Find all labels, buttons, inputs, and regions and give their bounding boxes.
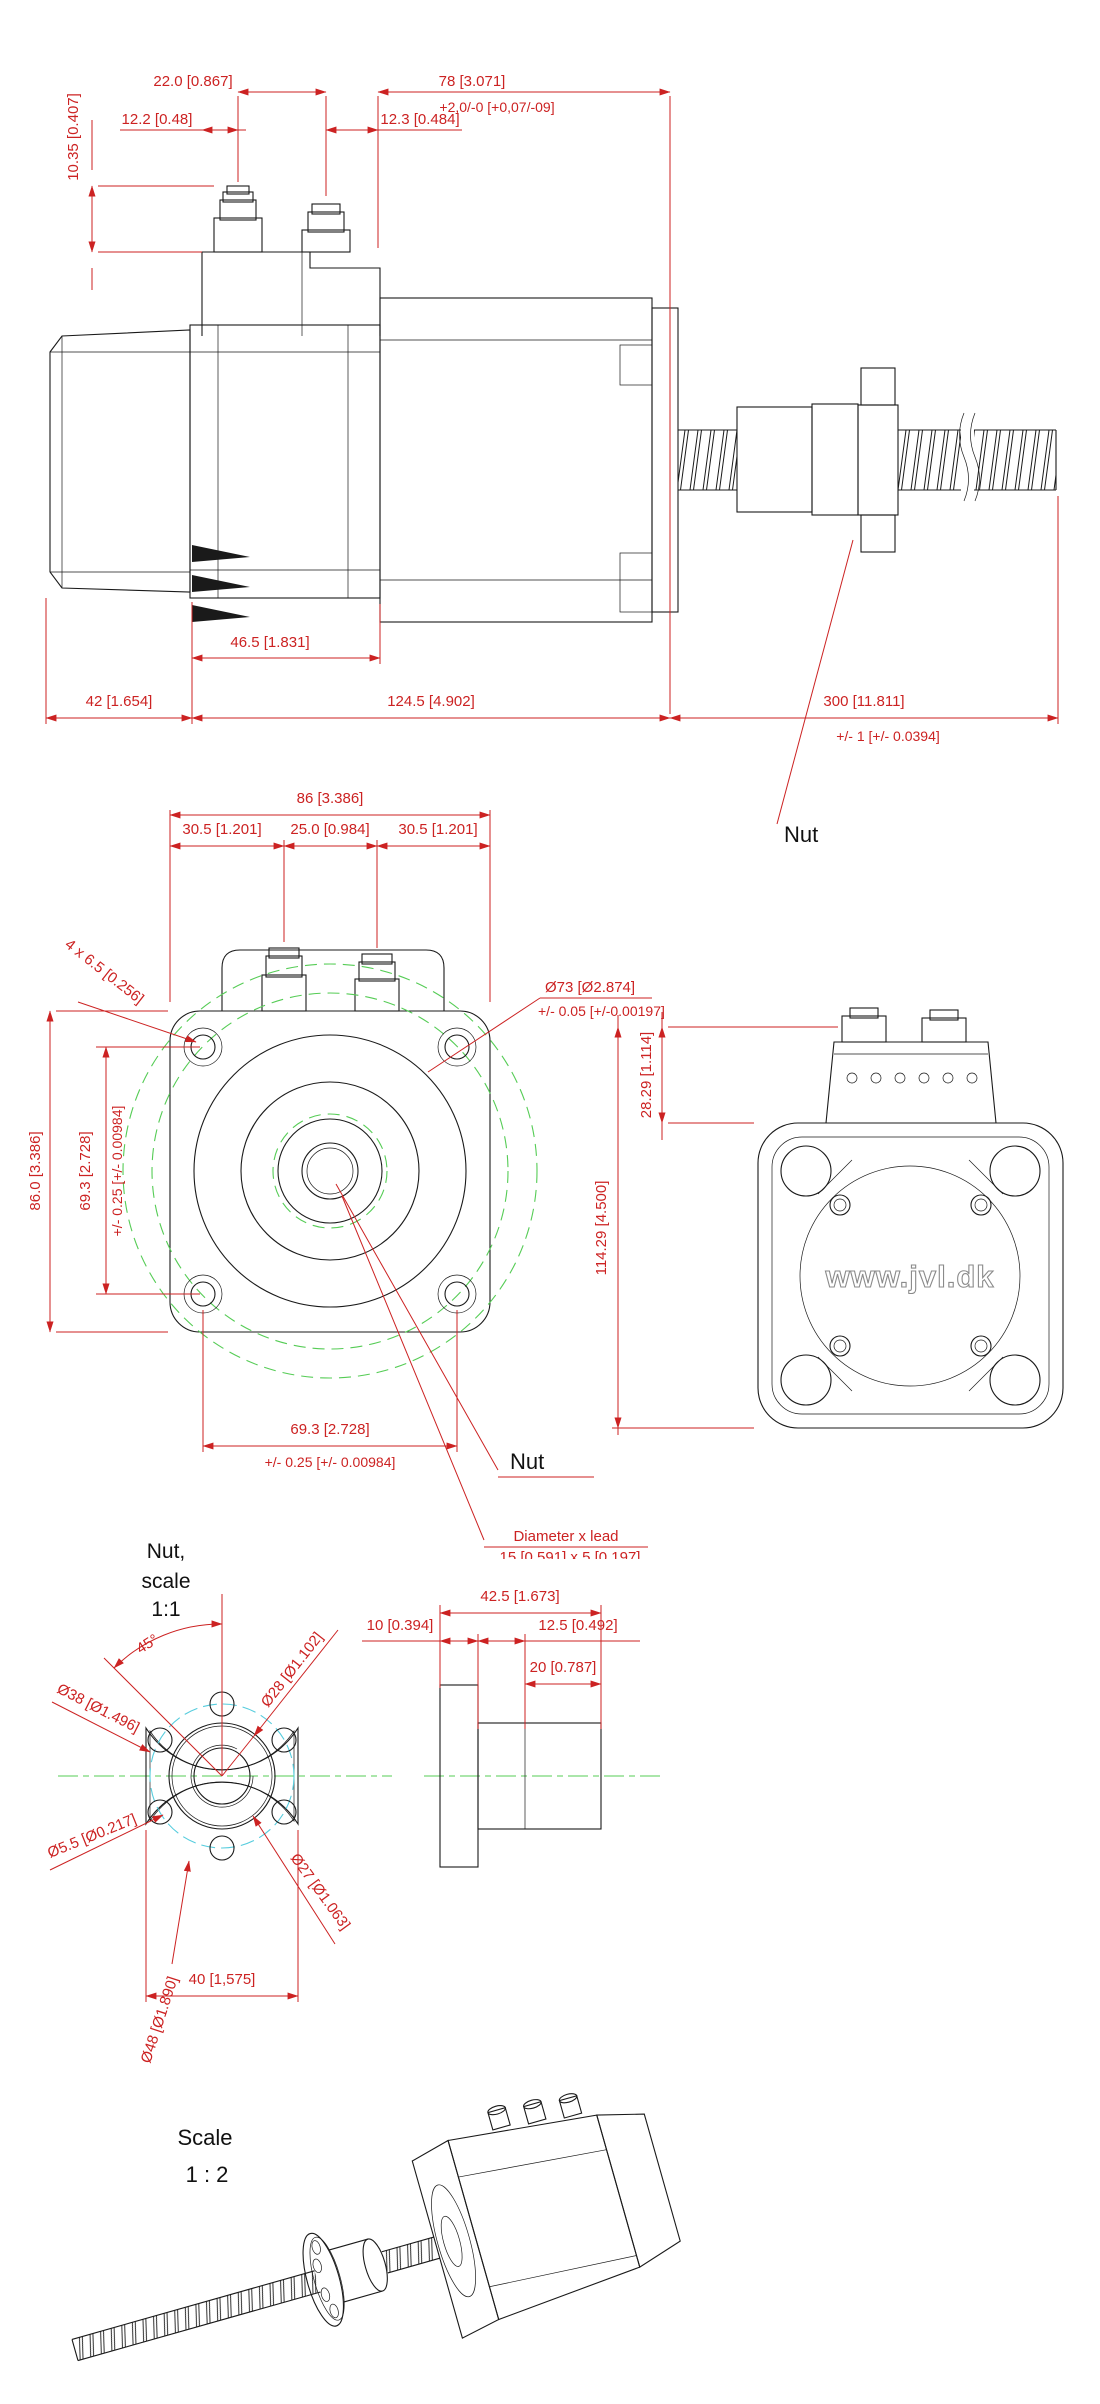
dim-69-bot-tol: +/- 0.25 [+/- 0.00984] [265, 1454, 396, 1470]
m12-connector-front-1 [261, 947, 307, 1012]
top-view-motor-outline [49, 185, 679, 623]
dim-12-5: 12.5 [0.492] [538, 1617, 617, 1634]
top-view: 22.0 [0.867] 78 [3.071] +2,0/-0 [+0,07/-… [45, 73, 1059, 847]
mounting-holes [183, 1027, 477, 1314]
dim-69-left-tol: +/- 0.25 [+/- 0.00984] [109, 1106, 125, 1237]
nut-label-front: Nut [510, 1449, 544, 1474]
dim-25: 25.0 [0.984] [290, 821, 369, 838]
dim-12-3: 12.3 [0.484] [380, 111, 459, 128]
nut-section-dimensions: 42.5 [1.673] 10 [0.394] 12.5 [0.492] 20 … [362, 1588, 640, 1729]
dim-300: 300 [11.811] [823, 693, 904, 710]
nut-front-dimensions: 45° Ø28 [Ø1.102] Ø38 [Ø1.496] Ø5.5 [Ø0.2… [45, 1594, 353, 2065]
dim-12-2: 12.2 [0.48] [122, 111, 193, 128]
front-view-outline [122, 947, 538, 1379]
dim-45deg: 45° [133, 1631, 161, 1658]
nut-bolt-holes [147, 1691, 297, 1861]
iso-connectors [487, 2093, 583, 2131]
dim-o5-5: Ø5.5 [Ø0.217] [45, 1811, 139, 1862]
dim-o28: Ø28 [Ø1.102] [258, 1629, 327, 1710]
dim-o48: Ø48 [Ø1.890] [138, 1974, 182, 2065]
nut-section-outline [439, 1684, 602, 1868]
dim-46-5: 46.5 [1.831] [230, 634, 309, 651]
side-view-outline: www.jvl.dk [757, 1007, 1064, 1429]
dim-40: 40 [1,575] [189, 1971, 256, 1988]
dim-42-5: 42.5 [1.673] [480, 1588, 559, 1605]
dim-42: 42 [1.654] [86, 693, 153, 710]
dim-78: 78 [3.071] [439, 73, 506, 90]
dim-300-tol: +/- 1 [+/- 0.0394] [836, 728, 940, 744]
side-corner-holes [780, 1145, 1041, 1406]
side-connector-1 [841, 1007, 887, 1043]
dim-73: Ø73 [Ø2.874] [545, 979, 635, 996]
m12-connector-side-2 [301, 203, 351, 253]
vent-holes [846, 1072, 978, 1084]
dim-10: 10 [0.394] [367, 1617, 434, 1634]
dim-86-left: 86.0 [3.386] [27, 1131, 44, 1210]
iso-assembly [71, 2093, 681, 2362]
dim-73-tol: +/- 0.05 [+/-0.00197] [538, 1003, 665, 1019]
lead-value-clipped: 15 [0.591] x 5 [0.197] [500, 1549, 641, 1566]
side-connector-2 [921, 1009, 967, 1043]
dim-78-tol: +2,0/-0 [+0,07/-09] [439, 99, 554, 115]
dim-69-left: 69.3 [2.728] [77, 1131, 94, 1210]
nut-title-2: scale [141, 1570, 190, 1593]
lead-screw [678, 367, 1057, 553]
front-view: 86 [3.386] 30.5 [1.201] 25.0 [0.984] 30.… [27, 790, 665, 1566]
dim-10-35: 10.35 [0.407] [65, 93, 82, 181]
iso-motor [411, 2093, 681, 2339]
lead-value: 15 [0.591] x 5 [0.197] [500, 1549, 641, 1566]
nut-title-1: Nut, [147, 1540, 186, 1563]
side-view-dimensions: 28.29 [1.114] 114.29 [4.500] [593, 1012, 838, 1435]
nut-side-view [736, 367, 899, 553]
iso-nut [302, 2232, 388, 2327]
iso-view: Scale 1 : 2 [71, 2093, 681, 2362]
dim-20: 20 [0.787] [530, 1659, 597, 1676]
iso-screw-thread [72, 2270, 321, 2361]
iso-scale-label: Scale [177, 2125, 232, 2150]
iso-scale-value: 1 : 2 [186, 2162, 229, 2187]
break-symbol [959, 412, 980, 502]
dim-o38: Ø38 [Ø1.496] [54, 1680, 142, 1736]
dim-holes: 4 x 6.5 [0.256] [62, 936, 147, 1008]
nut-title-3: 1:1 [151, 1598, 180, 1621]
dim-28-29: 28.29 [1.114] [638, 1032, 655, 1118]
nut-label-top: Nut [784, 822, 818, 847]
dim-22: 22.0 [0.867] [153, 73, 232, 90]
jvl-watermark: www.jvl.dk [824, 1259, 994, 1294]
top-view-dimensions: 22.0 [0.867] 78 [3.071] +2,0/-0 [+0,07/-… [45, 73, 1059, 847]
nut-detail-view: Nut, scale 1:1 45° Ø28 [Ø1.102] [45, 1540, 660, 2065]
dim-69-bot: 69.3 [2.728] [290, 1421, 369, 1438]
side-view: www.jvl.dk 28.29 [1.114] 114.29 [4.500] [593, 1007, 1064, 1435]
lead-label: Diameter x lead [513, 1528, 618, 1545]
dim-30-5-b: 30.5 [1.201] [398, 821, 477, 838]
dim-114-29: 114.29 [4.500] [593, 1181, 610, 1276]
dim-30-5-a: 30.5 [1.201] [182, 821, 261, 838]
front-view-dimensions: 86 [3.386] 30.5 [1.201] 25.0 [0.984] 30.… [27, 790, 665, 1566]
dim-86-top: 86 [3.386] [297, 790, 364, 807]
m12-connector-front-2 [354, 953, 400, 1012]
dim-124-5: 124.5 [4.902] [387, 693, 475, 710]
m12-connector-side-1 [213, 185, 263, 253]
